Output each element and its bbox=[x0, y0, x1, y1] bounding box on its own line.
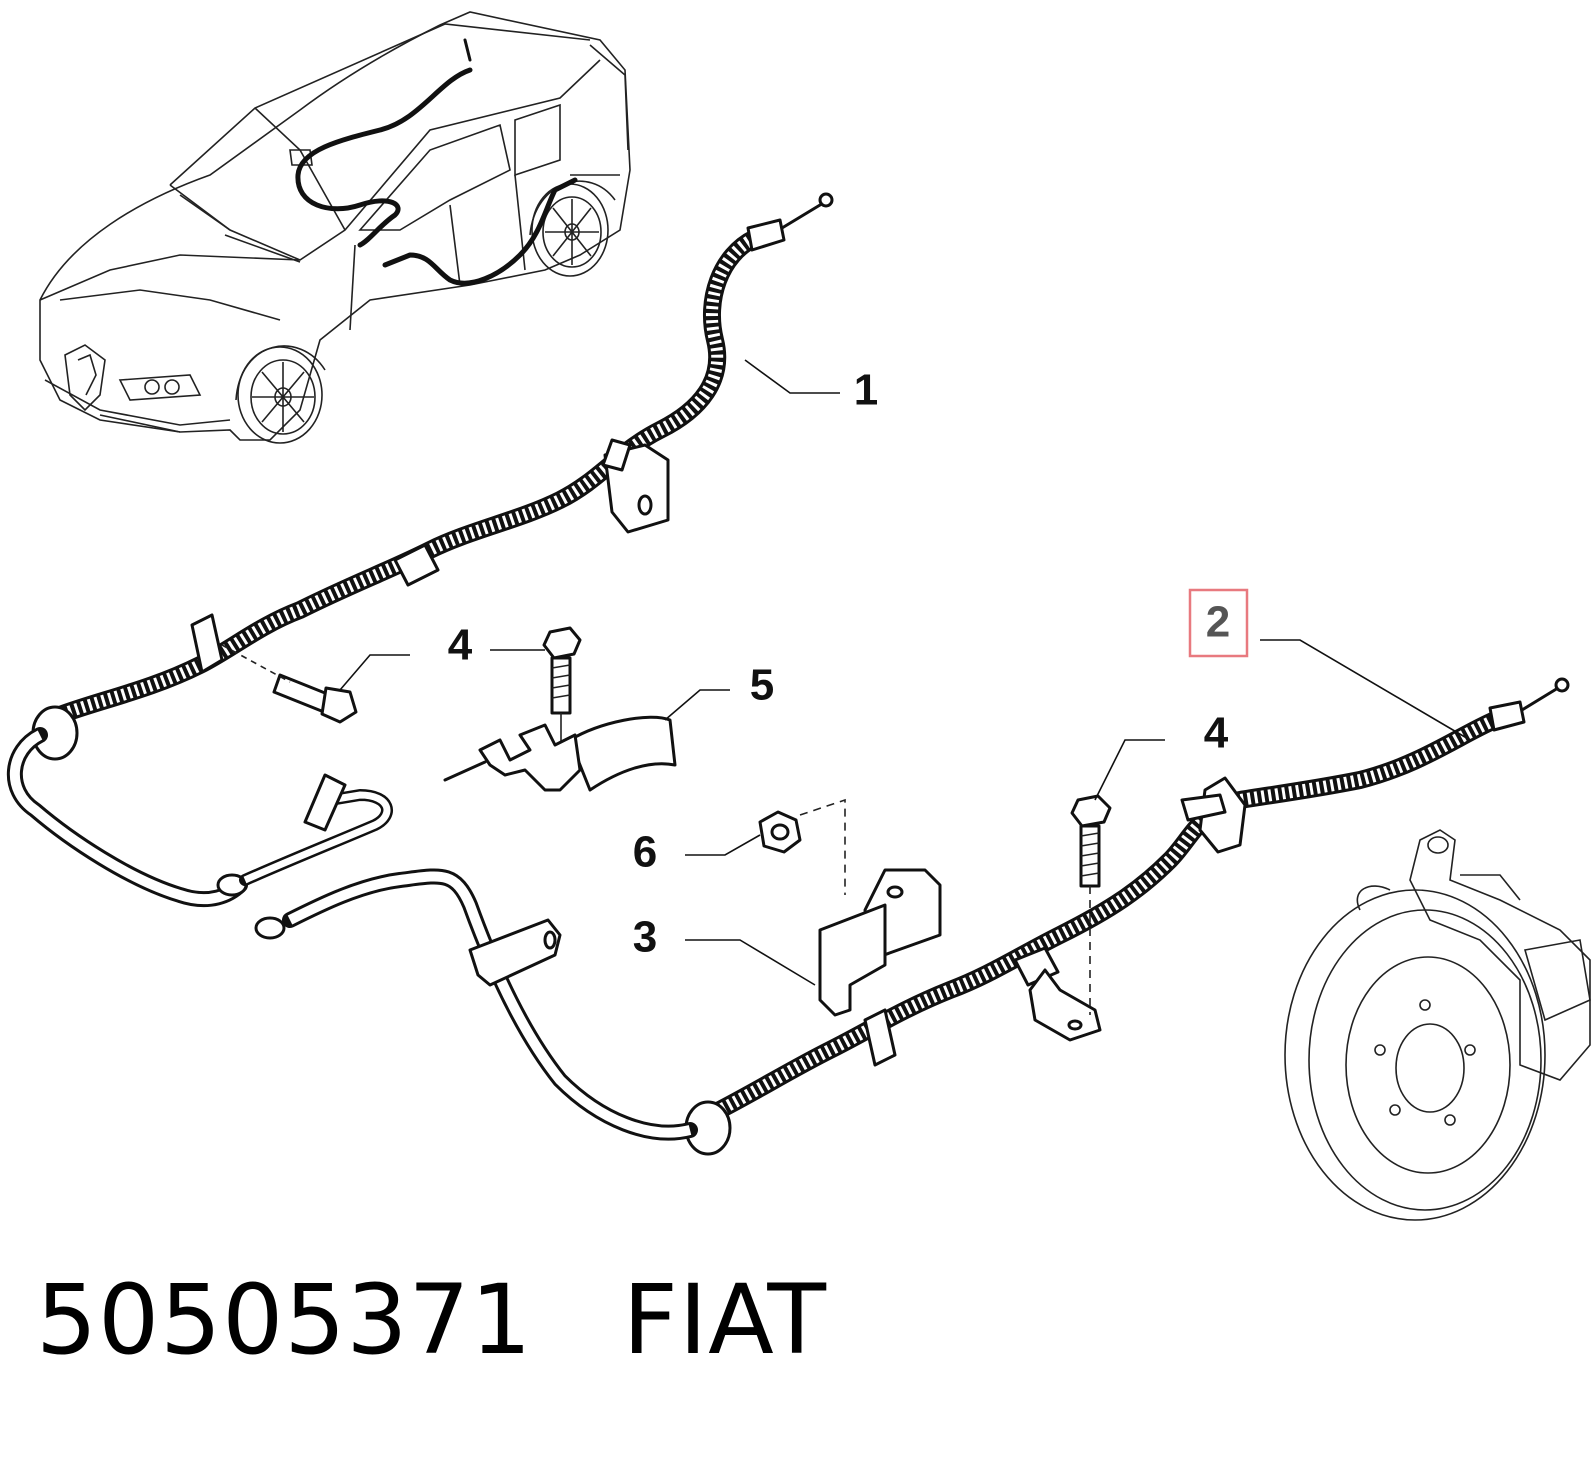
leader-lines bbox=[339, 359, 1471, 986]
callout-3: 3 bbox=[633, 913, 657, 962]
callout-4-left: 4 bbox=[448, 621, 473, 670]
clip-part-5 bbox=[443, 715, 677, 792]
bracket-part-3 bbox=[818, 868, 942, 1017]
callout-5: 5 bbox=[750, 661, 774, 710]
callout-2-highlight-box bbox=[1188, 588, 1249, 658]
bolt-part-4-left bbox=[221, 644, 358, 724]
callout-2: 2 bbox=[1206, 598, 1230, 647]
cable-part-1 bbox=[6, 192, 834, 908]
cable-part-2 bbox=[254, 677, 1570, 1156]
nut-part-6 bbox=[758, 798, 846, 895]
callouts: 1 2 3 4 4 5 6 bbox=[448, 366, 1249, 962]
bolt-part-4-centre bbox=[542, 626, 582, 760]
callout-4-right: 4 bbox=[1204, 709, 1229, 758]
callout-1: 1 bbox=[854, 366, 878, 415]
bolt-part-4-right bbox=[1070, 794, 1112, 1015]
brand-name: FIAT bbox=[622, 1264, 828, 1376]
part-number: 50505371 bbox=[36, 1264, 533, 1376]
callout-6: 6 bbox=[633, 828, 657, 877]
brake-disc-assembly bbox=[1284, 829, 1591, 1221]
car-illustration bbox=[39, 11, 631, 444]
